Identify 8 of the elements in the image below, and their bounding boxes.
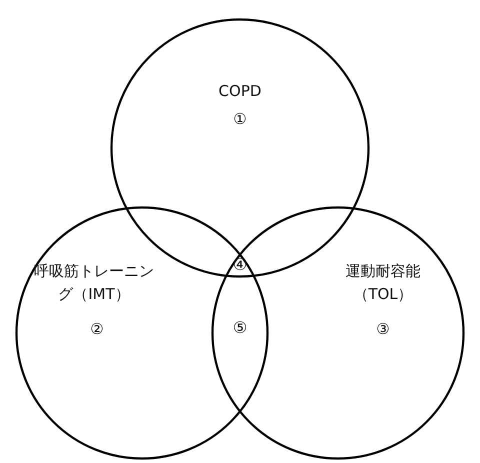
region-number: ② (89, 319, 105, 340)
region-number: ④ (232, 255, 248, 274)
region-number: ③ (375, 319, 391, 340)
set-label: COPD (218, 81, 262, 102)
set-label: 呼吸筋トレーニング（IMT） (33, 261, 155, 306)
set-label: 運動耐容能（TOL） (344, 261, 422, 306)
region-number: ① (232, 109, 248, 130)
region-number: ⑤ (232, 318, 248, 337)
